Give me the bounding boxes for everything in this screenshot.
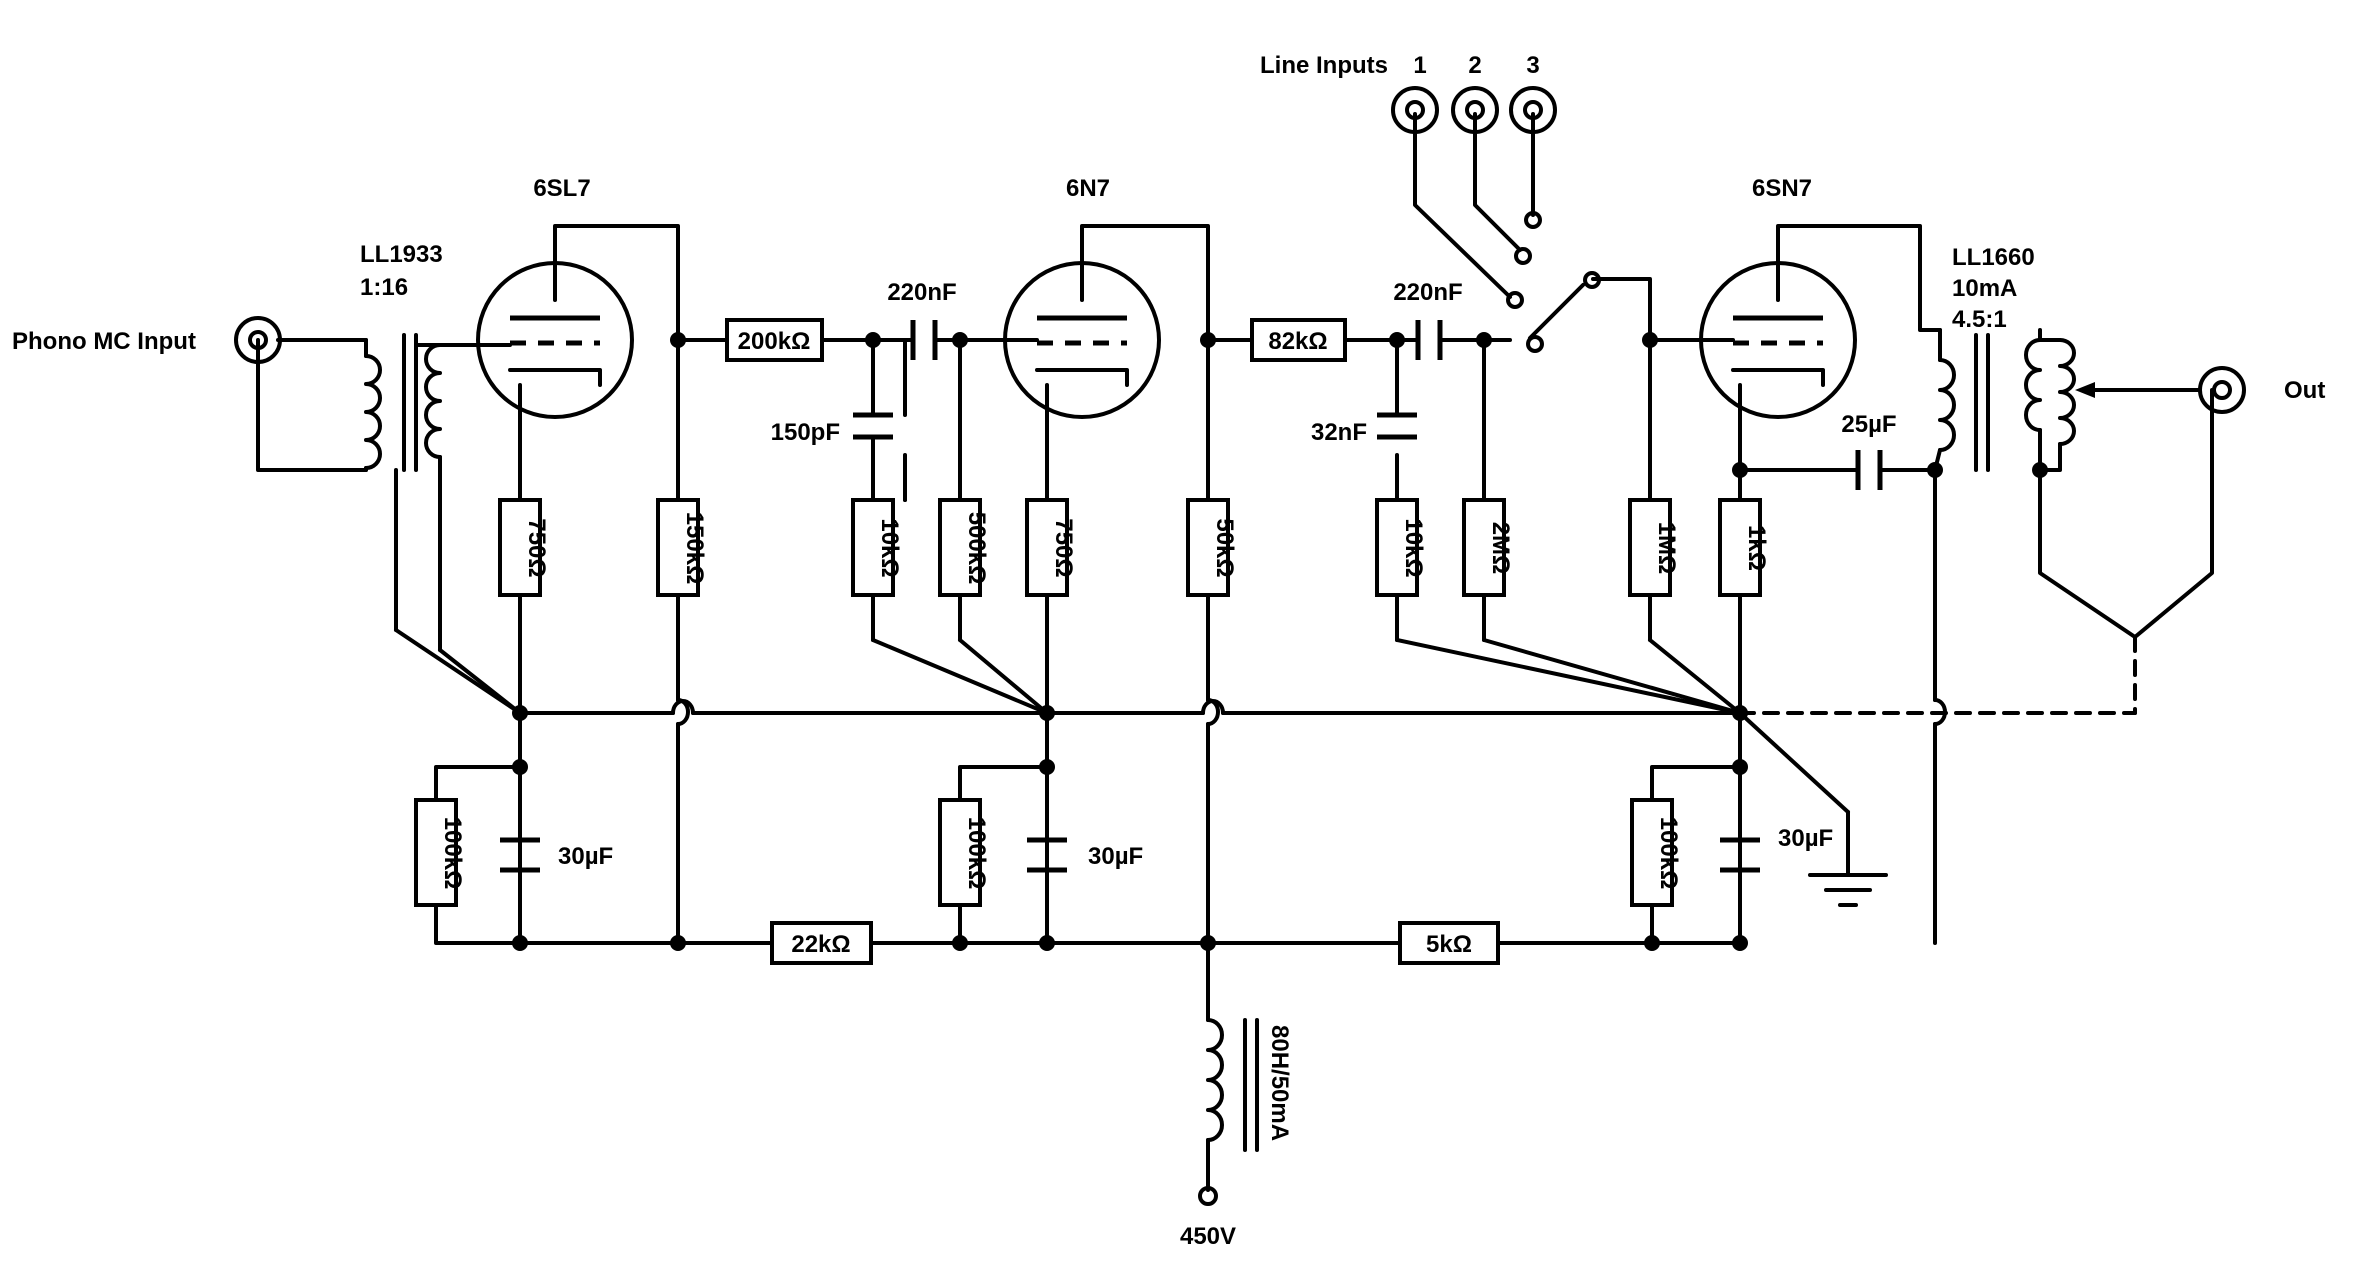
- svg-text:1:16: 1:16: [360, 274, 408, 301]
- tube-6sl7-label: 6SL7: [533, 175, 590, 202]
- phono-input-label: Phono MC Input: [12, 328, 196, 355]
- capacitor-30uf-b: 30µF: [1027, 837, 1143, 873]
- ground-symbol: [1808, 873, 1888, 907]
- resistor-5k: 5kΩ: [1398, 921, 1500, 965]
- resistor-1m: 1MΩ: [1628, 498, 1680, 597]
- svg-text:2MΩ: 2MΩ: [1487, 522, 1514, 575]
- out-jack: Out: [2198, 366, 2325, 414]
- svg-text:80H/50mA: 80H/50mA: [1266, 1025, 1293, 1141]
- svg-text:1MΩ: 1MΩ: [1653, 522, 1680, 575]
- junction-dots: [512, 332, 2048, 951]
- svg-text:1kΩ: 1kΩ: [1743, 525, 1770, 571]
- resistor-100k-c: 100kΩ: [1630, 798, 1682, 907]
- svg-text:450V: 450V: [1180, 1223, 1236, 1250]
- resistor-1k: 1kΩ: [1718, 498, 1770, 597]
- svg-text:30µF: 30µF: [558, 843, 613, 870]
- capacitor-30uf-a: 30µF: [500, 837, 613, 873]
- svg-text:220nF: 220nF: [1393, 279, 1462, 306]
- line-input-jacks: Line Inputs 1 2 3: [1260, 52, 1557, 134]
- capacitor-30uf-c: 30µF: [1720, 825, 1833, 873]
- output-transformer: LL1660 10mA 4.5:1: [1938, 244, 2076, 472]
- resistor-82k: 82kΩ: [1250, 318, 1347, 362]
- tube-6n7-label: 6N7: [1066, 175, 1110, 202]
- svg-text:LL1660: LL1660: [1952, 244, 2035, 271]
- capacitor-220nf-a: 220nF: [887, 279, 957, 360]
- svg-text:200kΩ: 200kΩ: [738, 328, 811, 355]
- resistor-10k-b: 10kΩ: [1375, 498, 1427, 597]
- svg-text:500kΩ: 500kΩ: [963, 512, 990, 585]
- capacitor-32nf: 32nF: [1311, 412, 1417, 446]
- svg-text:82kΩ: 82kΩ: [1268, 328, 1327, 355]
- choke: 80H/50mA: [1206, 1018, 1293, 1152]
- capacitor-25uf: 25µF: [1841, 411, 1897, 490]
- svg-text:750Ω: 750Ω: [1050, 518, 1077, 577]
- svg-text:32nF: 32nF: [1311, 419, 1367, 446]
- svg-text:5kΩ: 5kΩ: [1426, 931, 1472, 958]
- svg-text:220nF: 220nF: [887, 279, 956, 306]
- resistor-750-b: 750Ω: [1025, 498, 1077, 597]
- svg-text:3: 3: [1526, 52, 1539, 79]
- svg-text:10kΩ: 10kΩ: [876, 518, 903, 577]
- resistor-750-a: 750Ω: [498, 498, 550, 597]
- svg-text:LL1933: LL1933: [360, 241, 443, 268]
- svg-text:1: 1: [1413, 52, 1426, 79]
- svg-text:50kΩ: 50kΩ: [1211, 518, 1238, 577]
- line-inputs-label: Line Inputs: [1260, 52, 1388, 79]
- resistor-200k: 200kΩ: [725, 318, 824, 362]
- resistor-2m: 2MΩ: [1462, 498, 1514, 597]
- selector-switch-contacts: [1506, 211, 1601, 353]
- resistor-500k: 500kΩ: [938, 498, 990, 597]
- resistor-22k: 22kΩ: [770, 921, 873, 965]
- out-label: Out: [2284, 377, 2325, 404]
- svg-text:100kΩ: 100kΩ: [439, 817, 466, 890]
- capacitor-220nf-b: 220nF: [1393, 279, 1463, 360]
- svg-text:22kΩ: 22kΩ: [791, 931, 850, 958]
- resistor-150k: 150kΩ: [656, 498, 708, 597]
- capacitor-150pf: 150pF: [771, 338, 893, 502]
- svg-text:30µF: 30µF: [1088, 843, 1143, 870]
- svg-text:10kΩ: 10kΩ: [1400, 518, 1427, 577]
- svg-text:2: 2: [1468, 52, 1481, 79]
- svg-text:150pF: 150pF: [771, 419, 840, 446]
- svg-text:25µF: 25µF: [1841, 411, 1896, 438]
- supply-terminal: 450V: [1180, 1186, 1236, 1250]
- svg-text:750Ω: 750Ω: [523, 518, 550, 577]
- svg-text:4.5:1: 4.5:1: [1952, 306, 2007, 333]
- resistor-50k: 50kΩ: [1186, 498, 1238, 597]
- svg-text:30µF: 30µF: [1778, 825, 1833, 852]
- svg-text:10mA: 10mA: [1952, 275, 2017, 302]
- resistor-100k-a: 100kΩ: [414, 798, 466, 907]
- svg-text:150kΩ: 150kΩ: [681, 512, 708, 585]
- wiring: [256, 112, 2214, 1192]
- resistor-10k-a: 10kΩ: [851, 498, 903, 597]
- svg-text:100kΩ: 100kΩ: [963, 817, 990, 890]
- tube-6sn7-label: 6SN7: [1752, 175, 1812, 202]
- resistor-100k-b: 100kΩ: [938, 798, 990, 907]
- svg-text:100kΩ: 100kΩ: [1655, 817, 1682, 890]
- phono-input-jack: Phono MC Input: [12, 316, 282, 364]
- input-transformer: LL1933 1:16: [360, 241, 443, 472]
